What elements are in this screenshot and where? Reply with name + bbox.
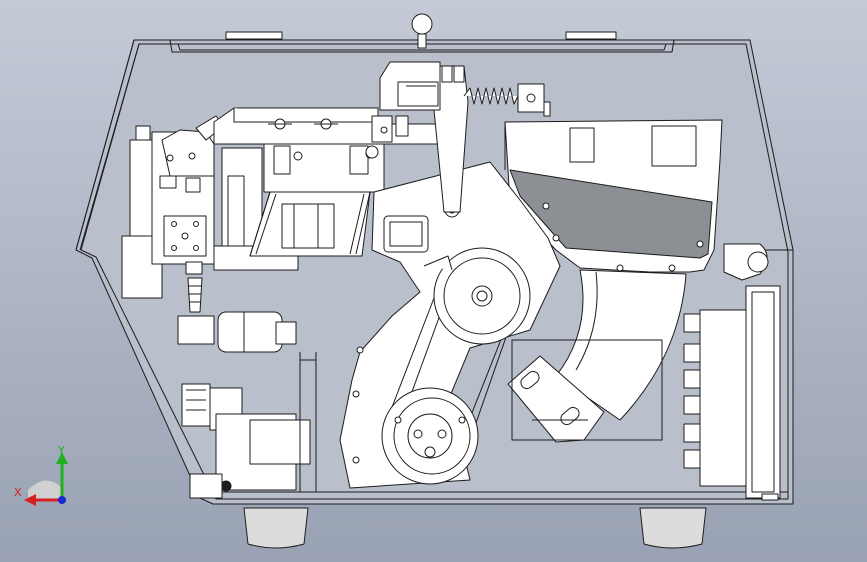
triad-y-label: Y: [57, 444, 65, 457]
cam-bracket: [507, 355, 605, 443]
compression-spring: [463, 83, 551, 117]
triad-y-arrow: [56, 452, 68, 464]
fittings: [683, 313, 701, 469]
triad-z-axis: [58, 496, 66, 504]
triad-plane: [28, 480, 62, 500]
handle-knob[interactable]: [411, 13, 433, 49]
curved-tray: [555, 269, 687, 421]
triad-x-arrow: [24, 494, 36, 506]
support-rails: [299, 339, 663, 492]
machine-feet: [243, 507, 707, 549]
lower-pulley: [381, 387, 479, 485]
lever-arm[interactable]: [371, 61, 469, 213]
manifold-block: [699, 243, 781, 501]
valve-block: [121, 115, 225, 313]
upper-pulley: [423, 247, 531, 345]
triad-x-label: X: [14, 486, 22, 499]
hopper: [504, 119, 723, 273]
parallel-link: [249, 191, 371, 257]
